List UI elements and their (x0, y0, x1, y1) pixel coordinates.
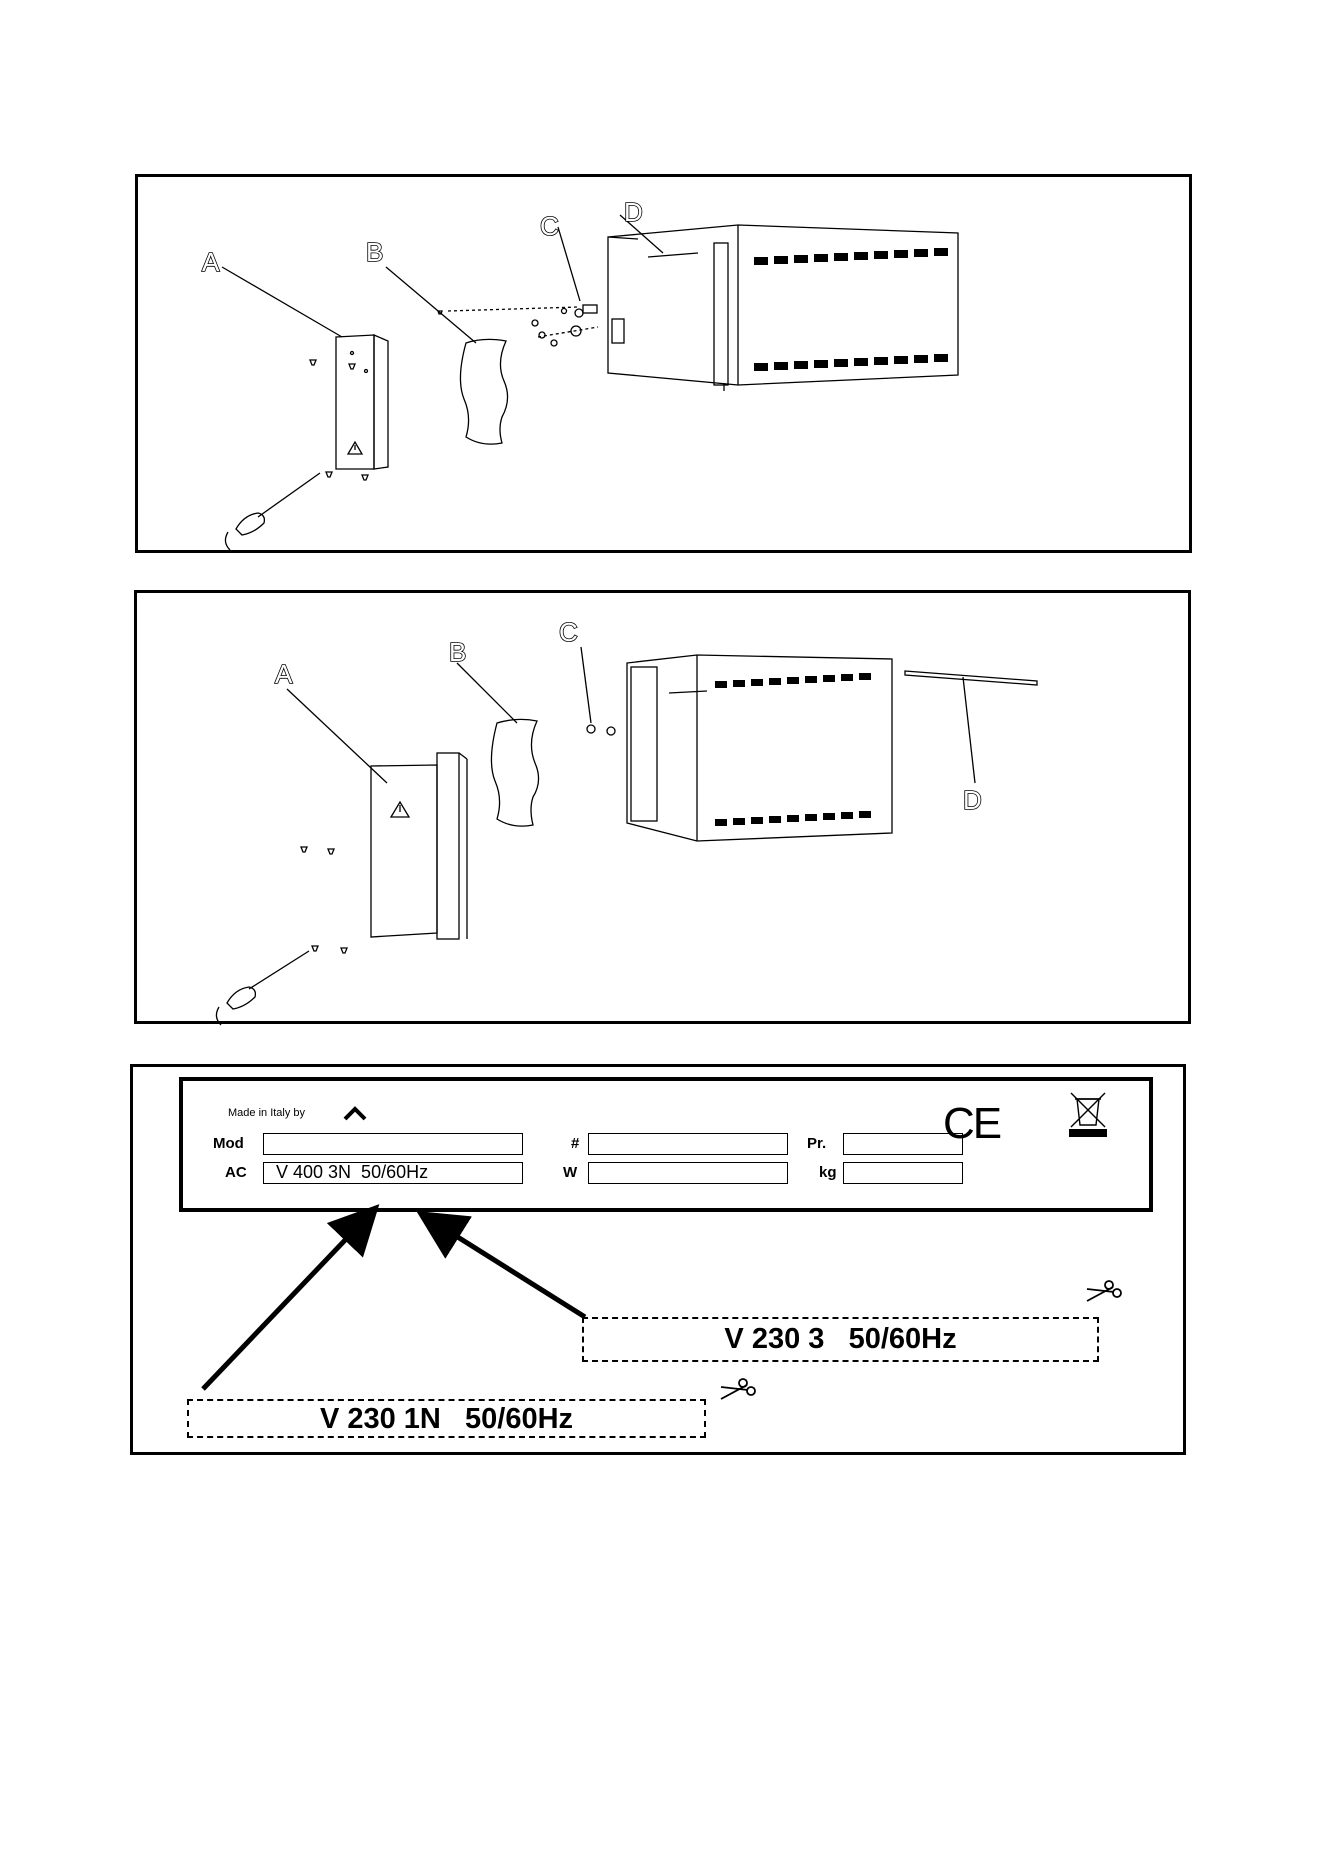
screwdriver-hand-icon (216, 951, 309, 1025)
callout-a: A (275, 659, 293, 689)
part-c-fixings (438, 305, 598, 346)
oven-body-2 (627, 655, 892, 841)
scissors-icon (1083, 1279, 1123, 1309)
part-b-gasket (460, 339, 507, 444)
arrow-to-ac-field-1 (203, 1215, 369, 1389)
screwdriver-hand-icon (225, 473, 320, 550)
callout-c: C (540, 211, 559, 241)
exploded-view-panel-1: A B C D (135, 174, 1192, 553)
part-b-gasket (491, 719, 538, 826)
exploded-view-panel-2: A B C D (134, 590, 1191, 1024)
callout-d: D (624, 197, 643, 227)
callout-b: B (366, 237, 383, 267)
exploded-drawing-1: A B C D (138, 177, 1195, 556)
screws (310, 360, 368, 480)
part-d-rod (905, 671, 1037, 685)
part-a-cover (336, 335, 388, 469)
voltage-label-cutout-1ph: V 230 1N 50/60Hz (187, 1399, 706, 1438)
rating-plate-panel: Made in Italy by Mod AC V 400 3N 50/60Hz… (130, 1064, 1186, 1455)
callout-c: C (559, 617, 578, 647)
callout-b: B (449, 637, 466, 667)
oven-body-1 (608, 225, 958, 391)
callout-a: A (202, 247, 220, 277)
callout-d: D (963, 785, 982, 815)
voltage-label-cutout-3ph: V 230 3 50/60Hz (582, 1317, 1099, 1362)
exploded-drawing-2: A B C D (137, 593, 1194, 1027)
arrow-to-ac-field-2 (429, 1219, 585, 1317)
screws (301, 847, 347, 953)
part-c-nuts (587, 725, 615, 735)
scissors-icon (717, 1377, 757, 1407)
